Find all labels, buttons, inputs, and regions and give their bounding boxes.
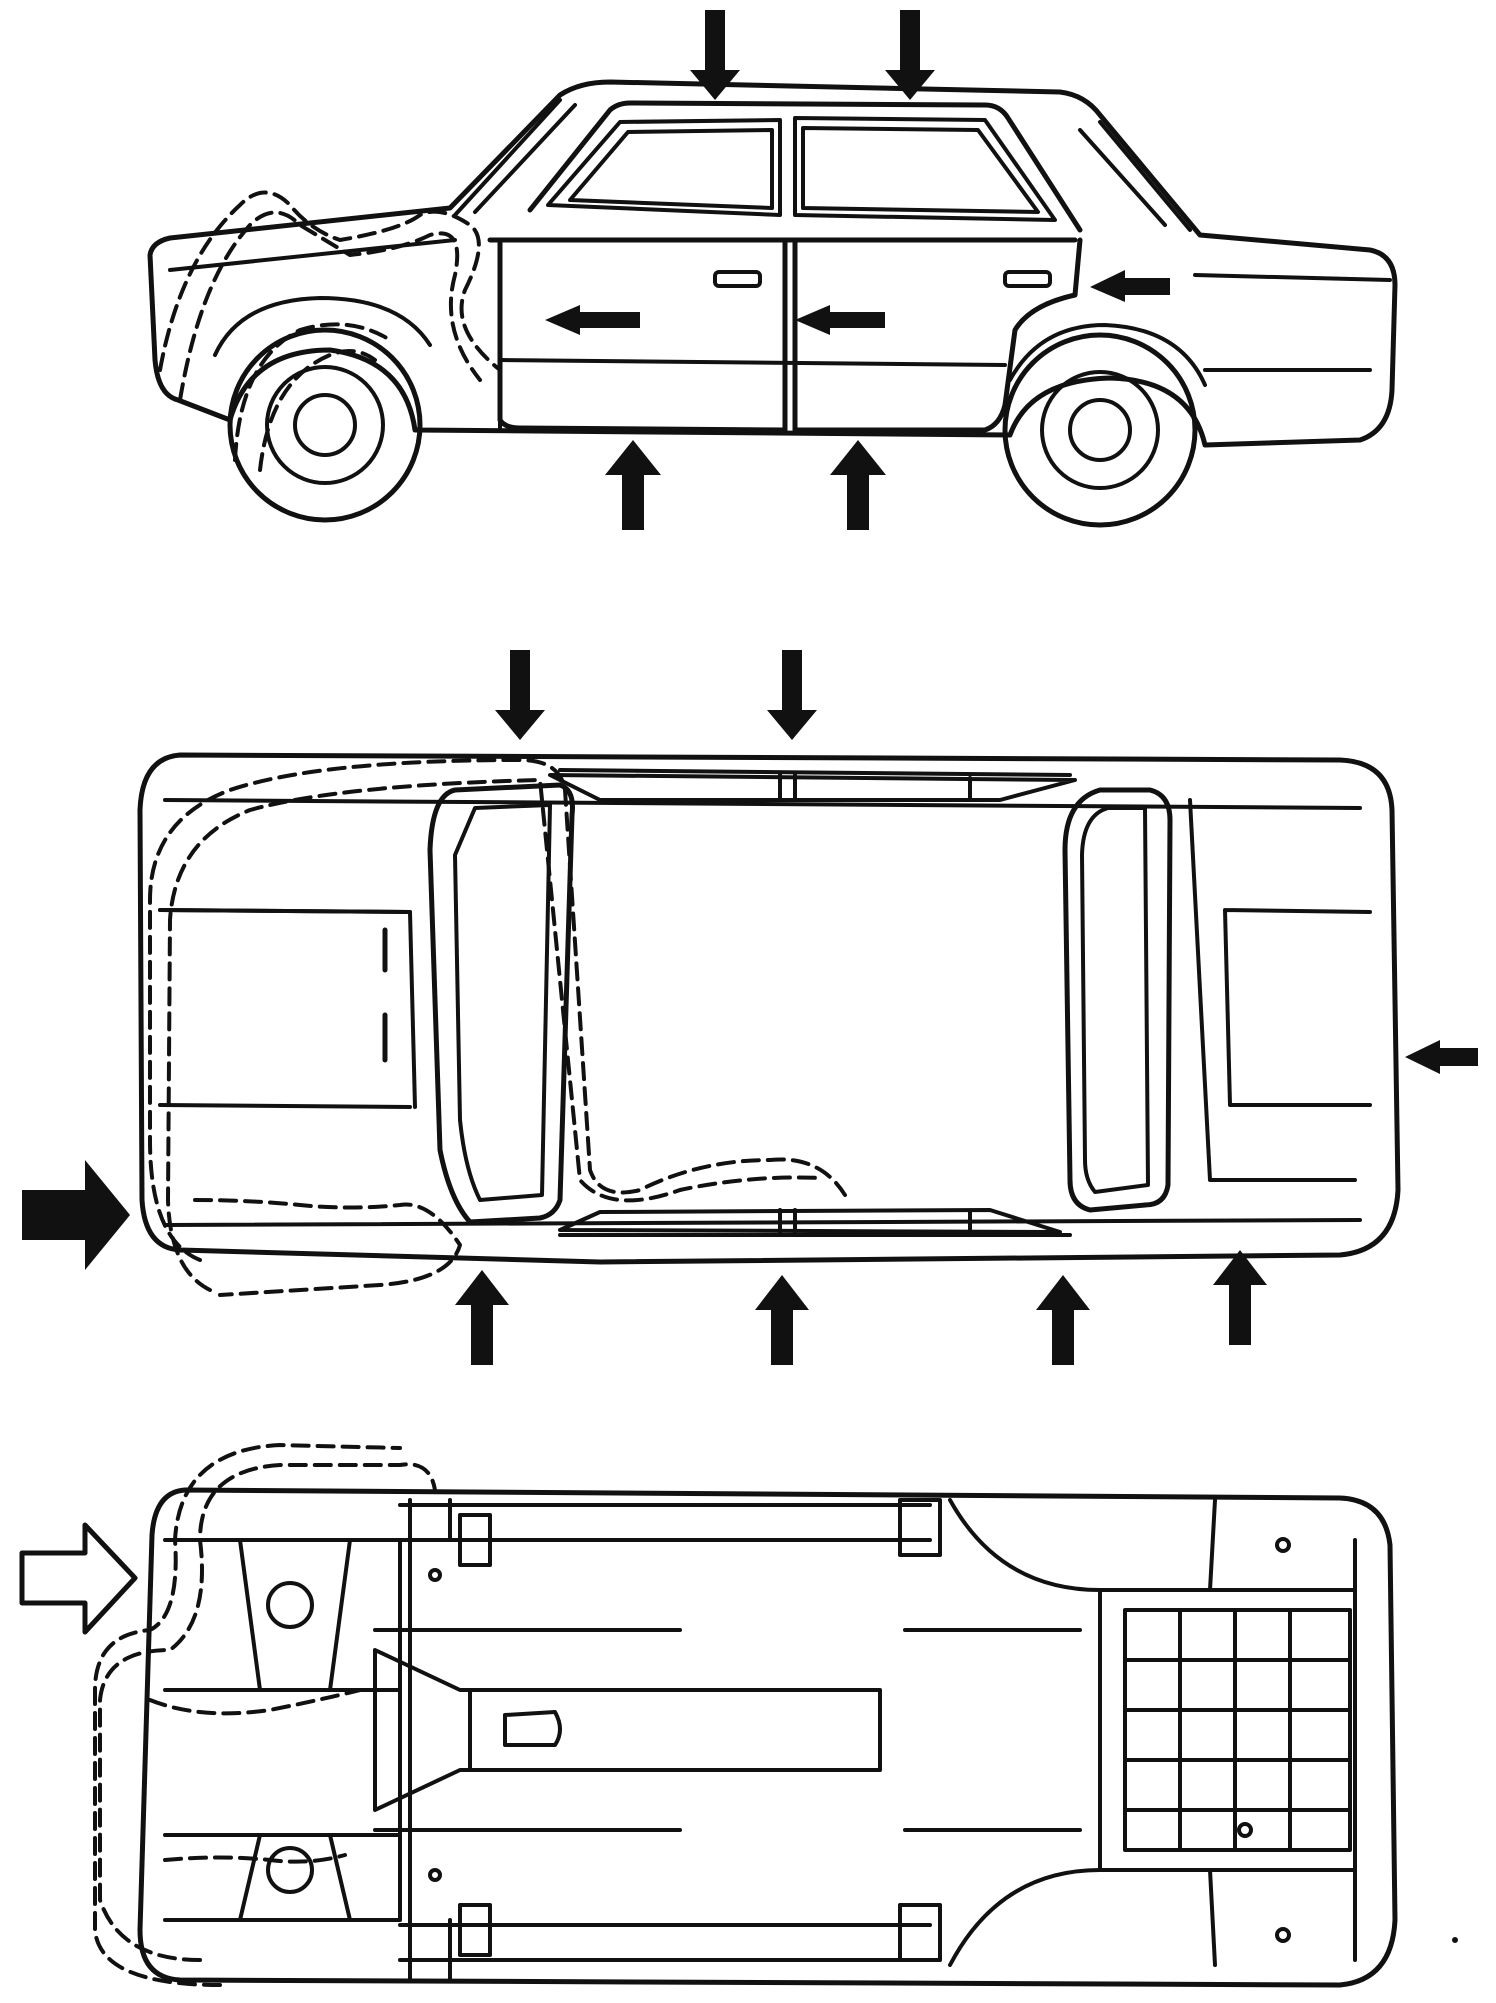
- side-rear-arch: [1008, 323, 1207, 387]
- side-front-arch: [213, 296, 432, 357]
- top-trunk-panel: [1223, 908, 1372, 1107]
- top-windshield-outer: [427, 782, 575, 1225]
- side-damage-wheel-contour: [233, 322, 392, 462]
- underbody-bolt: [1275, 1927, 1291, 1943]
- side-damage-contour: [158, 190, 502, 432]
- solid-arrow-icon: [545, 305, 640, 335]
- top-side-trim-lower: [558, 1208, 1062, 1234]
- scan-speck: [1452, 1937, 1458, 1943]
- side-window-rear: [793, 116, 1057, 222]
- side-door-handle-front: [713, 270, 762, 288]
- solid-arrow-icon: [1036, 1275, 1090, 1365]
- side-windshield-inner: [473, 103, 577, 214]
- underbody-rail-left: [408, 1498, 452, 1982]
- top-damage-contour-2: [166, 778, 822, 1292]
- side-rocker-line: [498, 358, 1007, 367]
- underbody-outline: [137, 1487, 1398, 1988]
- underbody-front-crossmember: [238, 1538, 352, 1922]
- top-damage-contour-3: [193, 1198, 462, 1297]
- underbody-damage-contour-3: [148, 1688, 362, 1716]
- top-windshield-inner: [453, 803, 552, 1202]
- top-view: [22, 650, 1478, 1365]
- underbody-damage-contour-2: [93, 1443, 402, 1987]
- top-hood-line-2: [158, 1103, 412, 1109]
- side-body-outline: [147, 79, 1398, 448]
- side-damage-wheel-contour-2: [258, 349, 377, 472]
- solid-arrow-icon: [885, 10, 935, 100]
- underbody-tunnel-slot: [503, 1710, 562, 1747]
- side-rear-glass: [1078, 128, 1167, 227]
- side-front-door: [497, 237, 788, 433]
- side-windshield: [453, 98, 562, 217]
- underbody-bolt: [428, 1568, 442, 1582]
- side-window-inner-rear: [801, 126, 1040, 214]
- side-view: [147, 10, 1398, 530]
- underbody-jack-point: [898, 1498, 942, 1557]
- solid-arrow-icon: [22, 1160, 130, 1270]
- top-inner-outline: [163, 798, 1362, 1227]
- top-rear-glass-inner: [1080, 806, 1150, 1194]
- underbody-bolt: [428, 1868, 442, 1882]
- side-greenhouse: [527, 100, 1083, 233]
- side-rear-door: [792, 237, 1083, 433]
- underbody-rear-panel: [1098, 1538, 1357, 1962]
- side-front-wheel: [227, 327, 423, 523]
- underbody-jack-point: [898, 1903, 942, 1962]
- solid-arrow-icon: [690, 10, 740, 100]
- side-rear-wheel: [1002, 332, 1198, 528]
- underbody-jack-point: [458, 1903, 492, 1957]
- top-trunk-outline: [1188, 798, 1357, 1182]
- underbody-bolt: [1237, 1822, 1253, 1838]
- solid-arrow-icon: [455, 1270, 509, 1365]
- solid-arrow-icon: [755, 1275, 809, 1365]
- outline-arrow-icon: [19, 1522, 138, 1635]
- underbody-front-mount: [266, 1581, 314, 1629]
- underbody-view: [19, 1443, 1398, 1988]
- side-hood-line: [168, 238, 457, 272]
- underbody-damage-contour: [98, 1462, 437, 1962]
- side-damage-contour-2: [178, 210, 482, 402]
- solid-arrow-icon: [495, 650, 545, 740]
- underbody-rail-upper: [398, 1503, 932, 1962]
- underbody-front-mount: [266, 1846, 314, 1894]
- solid-arrow-icon: [1090, 270, 1170, 302]
- top-damage-contour: [148, 758, 847, 1262]
- solid-arrow-icon: [830, 440, 886, 530]
- top-hood-panel: [158, 908, 417, 1109]
- solid-arrow-icon: [1213, 1250, 1267, 1345]
- top-roof-edge: [558, 768, 1072, 1237]
- underbody-rear-grid: [1123, 1608, 1352, 1852]
- solid-arrow-icon: [1405, 1040, 1478, 1074]
- underbody-bolt: [1275, 1537, 1291, 1553]
- underbody-jack-point: [458, 1513, 492, 1567]
- underbody-damage-contour-4: [163, 1853, 347, 1864]
- top-rear-glass-outer: [1062, 787, 1173, 1213]
- underbody-tunnel: [373, 1648, 882, 1812]
- top-body-outline: [137, 752, 1401, 1265]
- solid-arrow-icon: [767, 650, 817, 740]
- side-trunk-line: [1193, 273, 1392, 282]
- underbody-rear-arch-upper: [948, 1498, 1217, 1592]
- top-side-trim-upper: [548, 773, 1077, 802]
- side-door-handle-rear: [1003, 270, 1052, 288]
- solid-arrow-icon: [795, 305, 885, 335]
- side-window-front: [546, 118, 782, 217]
- underbody-rear-arch-lower: [948, 1868, 1217, 1967]
- side-window-inner-front: [568, 128, 774, 210]
- side-rear-glass-inner: [1098, 120, 1192, 232]
- solid-arrow-icon: [605, 440, 661, 530]
